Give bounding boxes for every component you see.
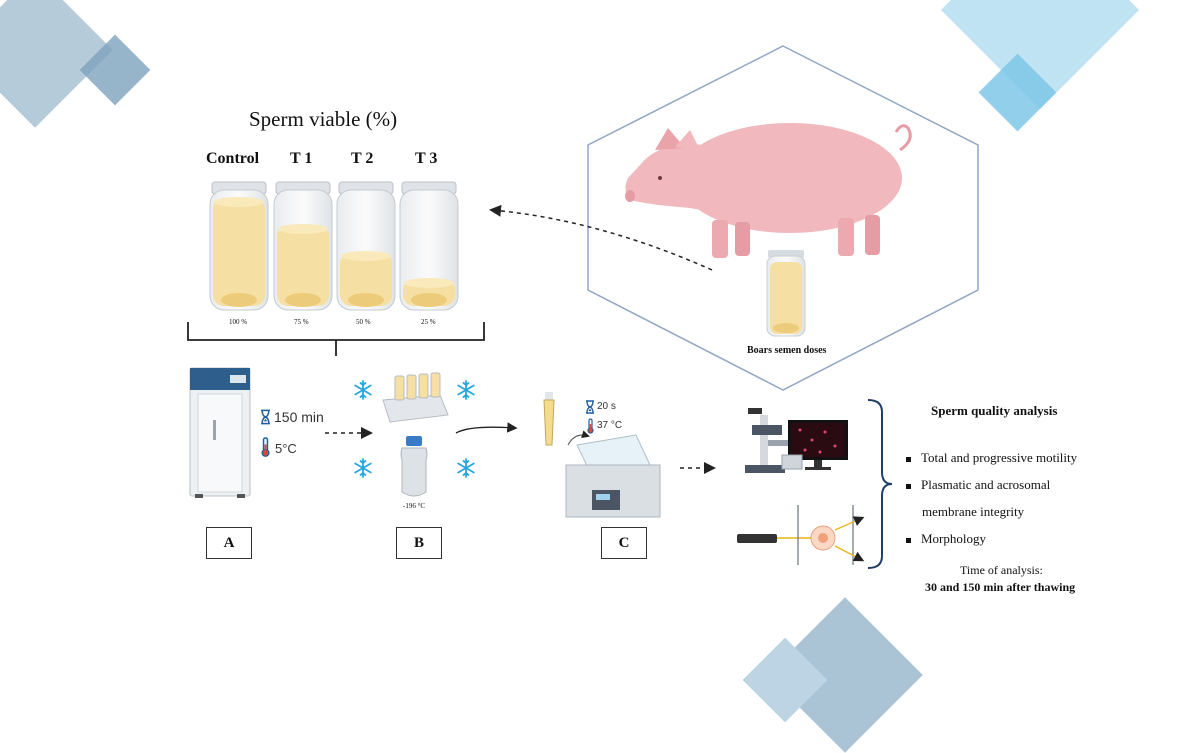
refrigerator-icon [189,367,251,498]
analysis-time-label: Time of analysis: [960,563,1043,577]
chart-title: Sperm viable (%) [249,107,398,131]
step-b-temperature: -196 °C [403,502,426,510]
percent-label-t3: 25 % [421,318,436,326]
analysis-item-continuation: membrane integrity [922,504,1025,519]
pig-icon [625,123,912,258]
semen-dose-jar-icon [766,250,806,337]
hourglass-icon-a [260,409,271,425]
analysis-item: Plasmatic and acrosomal [906,477,1050,493]
thermometer-icon-a [261,437,270,458]
group-label-t3: T 3 [415,150,438,167]
arrow-pig-to-jars [489,204,713,271]
percent-label-t2: 50 % [356,318,371,326]
liquid-level [340,252,392,306]
hourglass-icon-c [585,400,595,414]
analysis-item: Total and progressive motility [906,450,1077,466]
computer-monitor-icon [781,420,848,470]
analysis-time-value: 30 and 150 min after thawing [925,580,1076,594]
microscope-icon [745,408,788,473]
snowflake-icon [354,380,372,400]
viability-jars [209,181,459,311]
step-c-time: 20 s [597,401,616,412]
percent-label-control: 100 % [229,318,248,326]
liquid-nitrogen-dewar-icon [400,436,428,497]
step-b-label: B [396,527,442,559]
straw-icon [543,392,555,446]
step-a-label: A [206,527,252,559]
liquid-level [277,225,329,306]
diagram-canvas [187,45,979,569]
jar-t2 [336,181,396,311]
liquid-level [213,198,265,306]
flow-cytometry-icon [737,505,865,565]
water-bath-icon [565,434,661,518]
analysis-item: Morphology [906,531,986,547]
jar-t3 [399,181,459,311]
step-c-temperature: 37 °C [597,420,623,431]
group-label-control: Control [206,150,260,167]
step-c-label: C [601,527,647,559]
step-a-time: 150 min [274,409,324,425]
step-a-temperature: 5°C [275,441,297,456]
snowflake-icon [457,458,475,478]
group-label-t1: T 1 [290,150,313,167]
jars-bracket [187,322,485,356]
source-label: Boars semen doses [747,345,827,356]
snowflake-icon [457,380,475,400]
analysis-title: Sperm quality analysis [931,403,1058,418]
jar-t1 [273,181,333,311]
thermometer-icon-c [587,418,594,434]
source-hexagon [587,45,979,391]
jar-control [209,181,269,311]
arrow-b-to-c [455,422,518,434]
snowflake-icon [354,458,372,478]
analysis-brace [867,399,893,569]
group-label-t2: T 2 [351,150,374,167]
straw-rack-icon [382,372,449,423]
percent-label-t1: 75 % [294,318,309,326]
insert-straw-arrow [567,430,590,446]
